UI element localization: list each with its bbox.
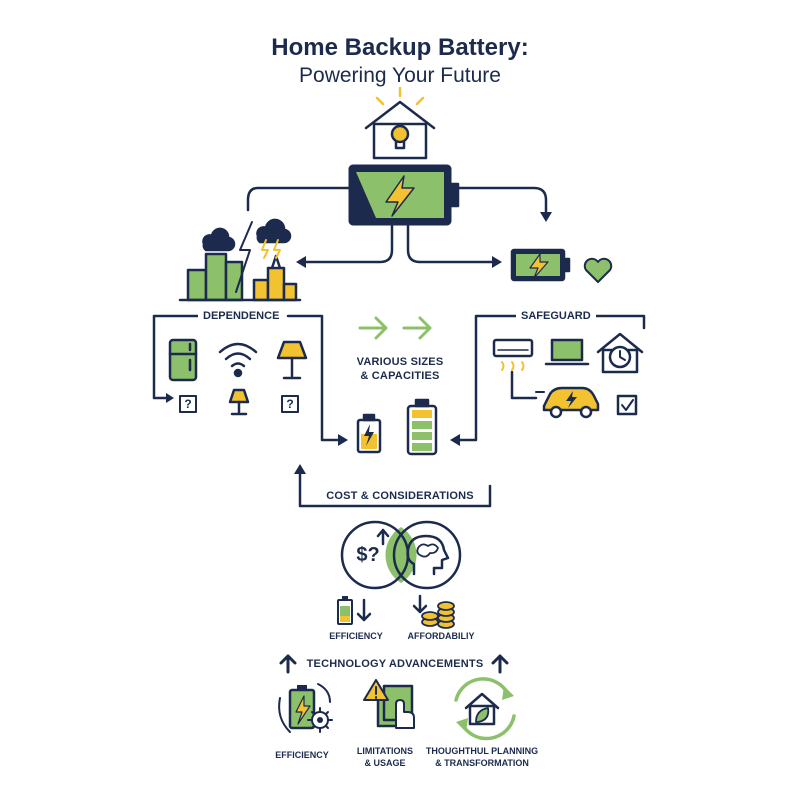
affordability-label: AFFORDABILIY [407, 631, 475, 641]
floor-lamp-icon [276, 340, 308, 380]
safeguard-bracket [592, 314, 646, 330]
battery-low-icon [356, 413, 382, 454]
arrow-right-icon [358, 316, 432, 340]
eco-house-cycle-icon [454, 677, 516, 741]
battery-gear-icon [278, 683, 333, 733]
fridge-icon [168, 338, 198, 382]
arrow-up-icon [279, 654, 509, 674]
question-box-icon-2 [281, 395, 299, 413]
battery-full-icon [406, 398, 438, 456]
dollar-question-icon [376, 528, 390, 546]
safeguard-heading: SAFEGUARD [516, 310, 596, 322]
cost-bracket [298, 468, 492, 508]
house-clock-icon [596, 332, 644, 374]
safeguard-link [456, 314, 520, 442]
electric-car-icon [535, 386, 600, 419]
question-mark-2: ? [286, 397, 294, 411]
limitations-label-line2: & USAGE [364, 758, 406, 768]
wifi-icon [218, 342, 258, 378]
small-battery-icon [510, 248, 571, 282]
question-mark-1: ? [184, 397, 192, 411]
desk-lamp-icon [228, 388, 250, 416]
heart-icon [583, 257, 613, 283]
checkbox-icon [616, 394, 638, 416]
sizes-label-line1: VARIOUS SIZES [356, 356, 444, 368]
link-right [406, 224, 494, 264]
sizes-label-line2: & CAPACITIES [360, 370, 440, 382]
dependence-heading: DEPENDENCE [198, 310, 285, 322]
air-conditioner-icon [492, 338, 534, 371]
venn-diagram-icon [340, 520, 462, 590]
link-city [246, 186, 352, 212]
link-left [304, 224, 394, 264]
warning-documents-icon [363, 679, 415, 729]
cost-heading: COST & CONSIDERATIONS [326, 490, 474, 502]
brain-head-icon [406, 534, 450, 576]
limitations-label-line1: LIMITATIONS [356, 746, 414, 756]
planning-label-line1: THOUGHTHUL PLANNING [425, 746, 539, 756]
main-battery-icon [348, 164, 460, 226]
technology-heading: TECHNOLOGY ADVANCEMENTS [306, 658, 484, 670]
coins-icon [412, 594, 455, 629]
planning-label-line2: & TRANSFORMATION [435, 758, 529, 768]
dependence-bracket [152, 314, 200, 400]
efficiency-small-label: EFFICIENCY [329, 631, 383, 641]
efficiency-bottom-label: EFFICIENCY [275, 750, 329, 760]
battery-down-icon [337, 596, 372, 625]
link-safeguard [448, 186, 548, 216]
car-link [510, 370, 538, 400]
question-box-icon [179, 395, 197, 413]
house-bulb-icon [364, 86, 436, 160]
dependence-link [286, 314, 342, 442]
page-title: Home Backup Battery: [271, 34, 529, 61]
laptop-icon [544, 338, 590, 366]
page-subtitle: Powering Your Future [299, 64, 501, 87]
dollar-question-symbol: $? [356, 544, 380, 566]
city-storm-icon [178, 218, 302, 302]
